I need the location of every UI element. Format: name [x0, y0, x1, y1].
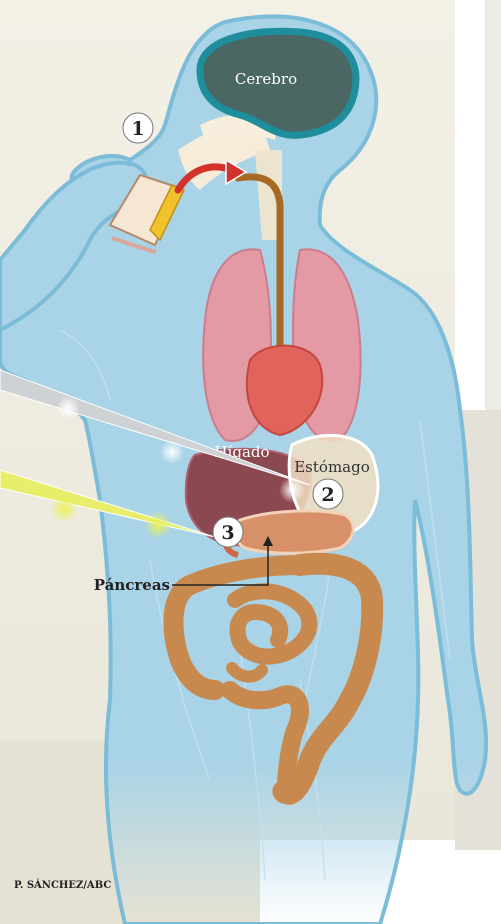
probe-glow-5 [144, 511, 172, 539]
step-marker-3: 3 [213, 517, 243, 547]
pancreas-label: Páncreas [94, 576, 170, 594]
stomach-label: Estómago [294, 458, 370, 476]
step-marker-1: 1 [123, 113, 153, 143]
probe-glow-3 [279, 477, 305, 503]
svg-text:2: 2 [321, 484, 334, 506]
step-marker-2: 2 [313, 479, 343, 509]
probe-glow-4 [50, 495, 78, 523]
probe-glow-1 [56, 396, 80, 420]
svg-text:1: 1 [131, 118, 144, 140]
credit-text: P. SÁNCHEZ/ABC [14, 879, 111, 891]
probe-glow-2 [160, 440, 184, 464]
pancreas [235, 511, 354, 553]
brain-label: Cerebro [235, 70, 297, 88]
svg-text:3: 3 [221, 522, 234, 544]
right-panel-top [485, 0, 501, 410]
